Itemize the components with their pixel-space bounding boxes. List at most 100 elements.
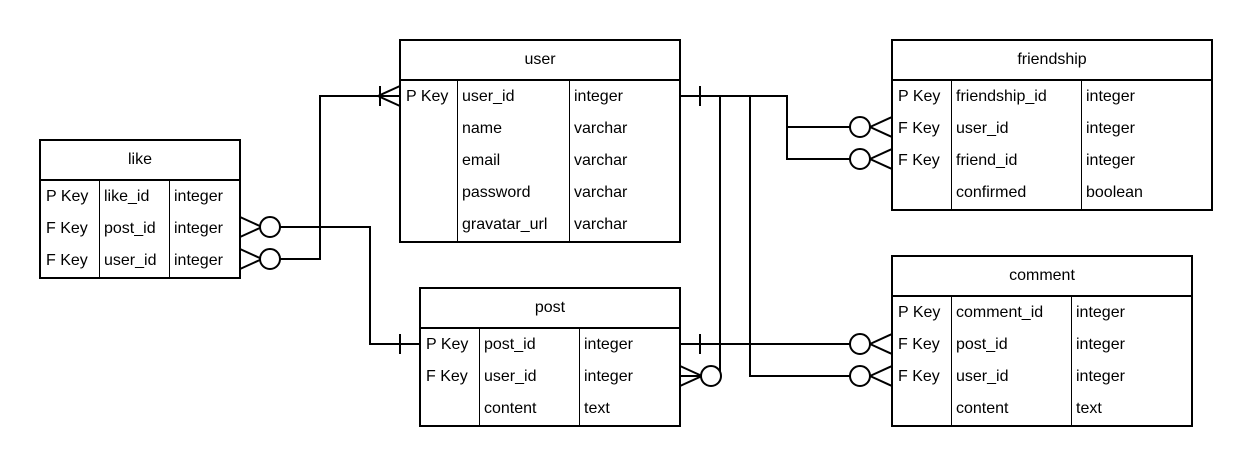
zero-circle (849, 365, 871, 387)
zero-circle (849, 116, 871, 138)
field-row: P Key user_id integer (401, 81, 679, 113)
field-field: post_id (484, 336, 536, 353)
crow-foot-prong (377, 95, 401, 107)
field-row: F Key post_id integer (41, 213, 239, 245)
crow-foot-prong (869, 343, 893, 355)
crow-foot-prong (869, 148, 893, 160)
entity-title: post (421, 289, 679, 329)
key-column-divider (457, 81, 458, 241)
field-type: integer (1086, 120, 1135, 137)
crow-foot-prong (869, 126, 893, 138)
field-field: user_id (956, 120, 1009, 137)
crow-foot-prong (239, 258, 263, 270)
relationship-user-comment (749, 96, 893, 387)
field-key: P Key (426, 336, 469, 353)
key-column-divider (951, 81, 952, 209)
crow-foot-prong (869, 116, 893, 128)
type-column-divider (169, 181, 170, 277)
field-row: P Key friendship_id integer (893, 81, 1211, 113)
connector-line (280, 95, 400, 260)
crow-foot-prong (239, 248, 263, 260)
field-key: P Key (46, 188, 89, 205)
field-row: email varchar (401, 145, 679, 177)
field-key: P Key (406, 88, 449, 105)
connector-line (749, 96, 850, 377)
field-type: integer (584, 336, 633, 353)
field-field: password (462, 184, 531, 201)
field-type: integer (1086, 152, 1135, 169)
field-type: integer (1086, 88, 1135, 105)
field-field: friendship_id (956, 88, 1047, 105)
field-field: user_id (956, 368, 1009, 385)
type-column-divider (569, 81, 570, 241)
entity-title: user (401, 41, 679, 81)
field-row: confirmed boolean (893, 177, 1211, 209)
connector-line (786, 127, 850, 160)
crow-foot-prong (239, 216, 263, 228)
field-key: P Key (898, 88, 941, 105)
relationship-user-post (679, 96, 722, 387)
field-field: content (956, 400, 1009, 417)
field-key: F Key (898, 152, 940, 169)
field-field: post_id (104, 220, 156, 237)
relationship-user-friendship-user (680, 86, 893, 138)
field-field: name (462, 120, 503, 137)
field-row: P Key post_id integer (421, 329, 679, 361)
field-field: email (462, 152, 501, 169)
field-type: varchar (574, 216, 628, 233)
crow-foot-prong (869, 333, 893, 345)
connector-line (280, 226, 420, 345)
field-key: F Key (426, 368, 468, 385)
field-row: F Key user_id integer (893, 113, 1211, 145)
field-type: integer (174, 188, 223, 205)
field-type: integer (574, 88, 623, 105)
field-key: F Key (46, 220, 88, 237)
field-type: text (1076, 400, 1102, 417)
relationship-user-friendship-friend (786, 127, 893, 170)
field-key: F Key (898, 368, 940, 385)
entity-title: comment (893, 257, 1191, 297)
field-type: text (584, 400, 610, 417)
crow-foot-prong (869, 158, 893, 170)
relationship-post-like (239, 216, 420, 354)
field-field: user_id (462, 88, 515, 105)
key-column-divider (951, 297, 952, 425)
field-field: friend_id (956, 152, 1018, 169)
crow-foot-prong (869, 375, 893, 387)
zero-circle (259, 248, 281, 270)
field-type: integer (174, 252, 223, 269)
field-key: F Key (898, 120, 940, 137)
field-key: F Key (898, 336, 940, 353)
field-field: user_id (104, 252, 157, 269)
key-column-divider (99, 181, 100, 277)
field-field: confirmed (956, 184, 1027, 201)
zero-circle (849, 333, 871, 355)
field-row: content text (893, 393, 1191, 425)
crow-foot-prong (679, 365, 703, 377)
field-type: boolean (1086, 184, 1143, 201)
zero-circle (849, 148, 871, 170)
relationship-user-like (239, 85, 401, 270)
type-column-divider (1071, 297, 1072, 425)
field-type: integer (174, 220, 223, 237)
crow-foot-prong (869, 365, 893, 377)
field-row: F Key friend_id integer (893, 145, 1211, 177)
field-type: integer (1076, 304, 1125, 321)
field-type: varchar (574, 152, 628, 169)
